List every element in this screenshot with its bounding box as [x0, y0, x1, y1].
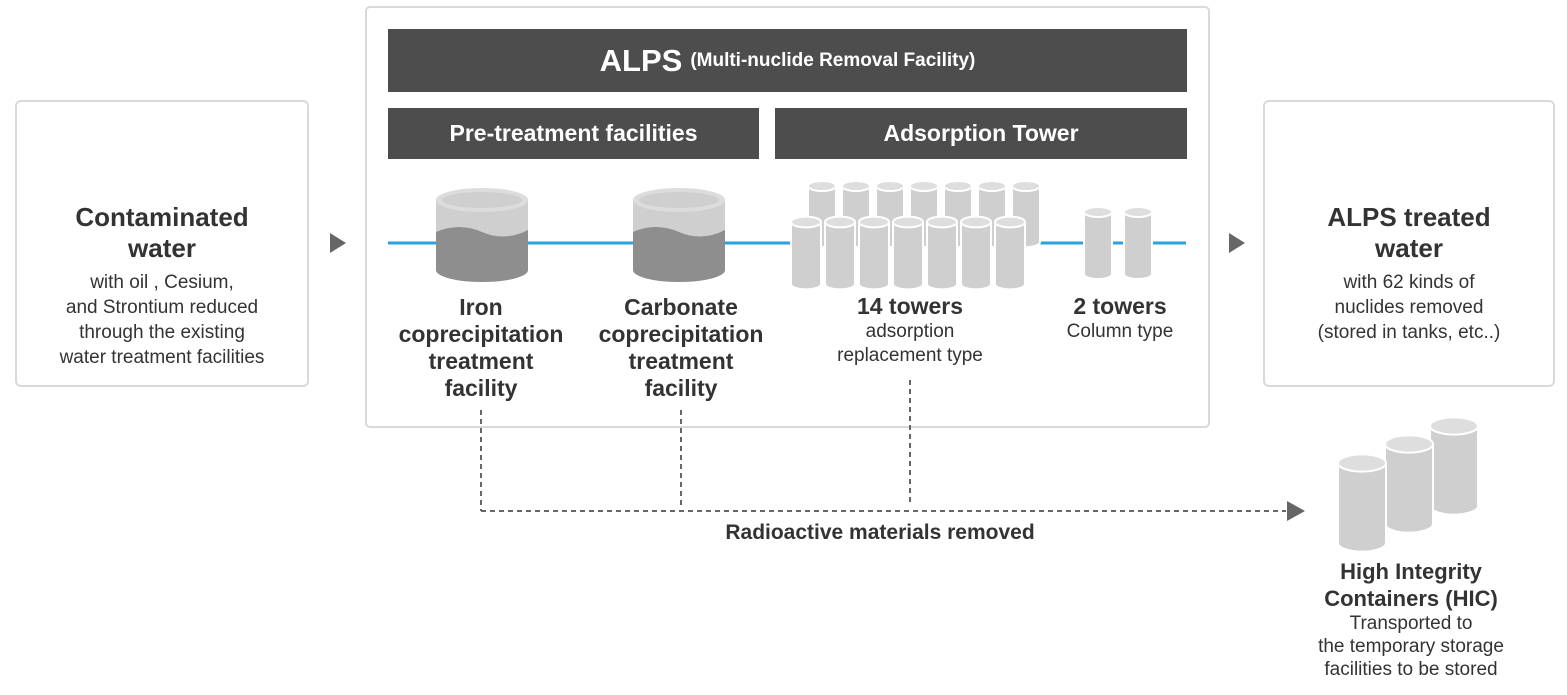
arrow-out-of-alps-icon	[1229, 233, 1245, 253]
towers14-label: 14 towers adsorption replacement type	[800, 293, 1020, 368]
tower-front	[790, 215, 822, 291]
tower-front	[892, 215, 924, 291]
towers14-title: 14 towers	[856, 293, 964, 319]
treated-water-description: with 62 kinds of nuclides removed (store…	[1317, 272, 1501, 343]
tower-front	[994, 215, 1026, 291]
tower-front	[858, 215, 890, 291]
iron-facility-label: Iron coprecipitation treatment facility	[398, 294, 564, 401]
towers2-label: 2 towers Column type	[1040, 293, 1200, 344]
towers2-desc: Column type	[1066, 321, 1174, 342]
hic-container	[1429, 416, 1479, 516]
arrow-into-alps-icon	[330, 233, 346, 253]
treated-water-title: ALPS treated water	[1327, 202, 1491, 263]
alps-header-sub: (Multi-nuclide Removal Facility)	[690, 49, 976, 71]
removal-dashed-lines	[480, 380, 1286, 512]
contaminated-water-title: Contaminated water	[75, 202, 249, 263]
alps-header-main: ALPS	[599, 42, 683, 78]
column-tower	[1123, 205, 1153, 281]
pretreatment-header: Pre-treatment facilities	[388, 108, 759, 159]
hic-label: High Integrity Containers (HIC) Transpor…	[1318, 559, 1504, 680]
radioactive-removed-label: Radioactive materials removed	[725, 521, 1035, 544]
tower-front	[960, 215, 992, 291]
carbonate-tank-icon	[633, 188, 725, 282]
alps-header: ALPS (Multi-nuclide Removal Facility)	[388, 29, 1187, 92]
contaminated-water-description: with oil , Cesium, and Strontium reduced…	[59, 272, 265, 368]
towers2-title: 2 towers	[1073, 293, 1167, 319]
hic-container	[1384, 434, 1434, 534]
tower-pair-icon	[1083, 205, 1153, 281]
carbonate-facility-label: Carbonate coprecipitation treatment faci…	[598, 294, 764, 401]
contaminated-water-card	[15, 100, 309, 387]
iron-tank-icon	[436, 188, 528, 282]
tower-front	[926, 215, 958, 291]
arrow-to-hic-icon	[1287, 501, 1305, 521]
column-tower	[1083, 205, 1113, 281]
tower-cluster-icon	[790, 179, 1041, 291]
adsorption-header: Adsorption Tower	[775, 108, 1187, 159]
alps-treated-water-card	[1263, 100, 1555, 387]
hic-container	[1337, 453, 1387, 553]
hic-containers-icon	[1337, 416, 1479, 553]
tower-front	[824, 215, 856, 291]
